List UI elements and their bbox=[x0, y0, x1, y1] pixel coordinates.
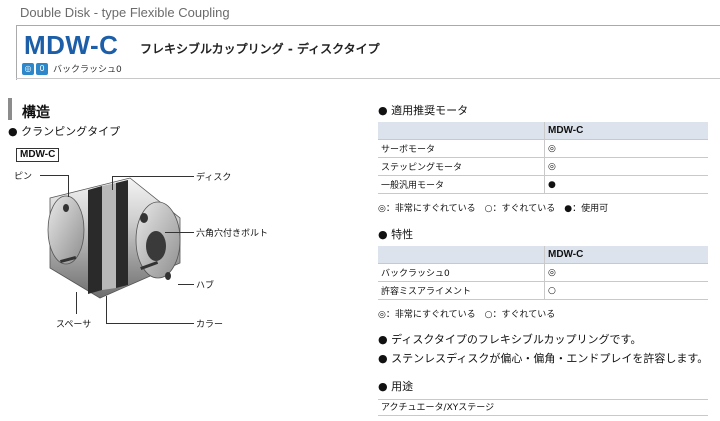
leader-disk bbox=[112, 176, 194, 177]
leader-pin-v bbox=[68, 175, 69, 197]
leader-collar-v bbox=[106, 296, 107, 323]
table-row: サーボモータ ◎ bbox=[378, 139, 708, 158]
characteristics-heading: ● 特性 bbox=[378, 228, 414, 241]
coupling-illustration bbox=[47, 177, 181, 299]
column-header: MDW-C bbox=[544, 122, 708, 140]
feature-line: ● ステンレスディスクが偏心・偏角・エンドプレイを許容します。 bbox=[378, 352, 709, 365]
header-blank bbox=[378, 246, 545, 264]
header-left-rule bbox=[16, 25, 17, 80]
leader-disk-v bbox=[112, 176, 113, 190]
leader-pin bbox=[40, 175, 68, 176]
table-row: 許容ミスアライメント ○ bbox=[378, 281, 708, 300]
leader-hub bbox=[178, 284, 194, 285]
coupling-icon: ◎ bbox=[22, 62, 34, 75]
badge-text: バックラッシュ0 bbox=[53, 65, 122, 75]
label-pin: ピン bbox=[14, 172, 33, 182]
characteristic-name: バックラッシュ0 bbox=[378, 263, 545, 282]
leader-bolt bbox=[165, 232, 194, 233]
product-title: フレキシブルカップリング - ディスクタイプ bbox=[140, 42, 380, 56]
table-row: ステッピングモータ ◎ bbox=[378, 157, 708, 176]
zero-icon: 0 bbox=[36, 62, 48, 75]
leader-spacer-v bbox=[76, 292, 77, 314]
characteristic-mark: ○ bbox=[544, 281, 708, 300]
motor-name: ステッピングモータ bbox=[378, 157, 545, 176]
applications-text: アクチュエータ/XYステージ bbox=[378, 399, 708, 416]
structure-model-label: MDW-C bbox=[16, 148, 60, 162]
label-disk: ディスク bbox=[196, 173, 232, 183]
label-spacer: スペーサ bbox=[56, 320, 92, 330]
characteristic-mark: ◎ bbox=[544, 263, 708, 282]
label-collar: カラー bbox=[196, 320, 224, 330]
characteristics-table: MDW-C バックラッシュ0 ◎ 許容ミスアライメント ○ bbox=[378, 246, 708, 300]
header-rule bbox=[16, 25, 720, 26]
table-header-row: MDW-C bbox=[378, 122, 708, 140]
characteristic-name: 許容ミスアライメント bbox=[378, 281, 545, 300]
motors-heading: ● 適用推奨モータ bbox=[378, 104, 469, 117]
structure-title: 構造 bbox=[22, 105, 50, 121]
structure-subtitle: ● クランピングタイプ bbox=[8, 125, 121, 138]
motor-mark: ● bbox=[544, 175, 708, 194]
characteristics-legend: ◎：非常にすぐれている ○：すぐれている bbox=[378, 310, 556, 320]
motor-name: 一般汎用モータ bbox=[378, 175, 545, 194]
model-name: MDW-C bbox=[24, 30, 119, 60]
feature-badge: ◎ 0 バックラッシュ0 bbox=[22, 62, 122, 75]
label-hub: ハブ bbox=[196, 281, 215, 291]
column-header: MDW-C bbox=[544, 246, 708, 264]
motor-mark: ◎ bbox=[544, 139, 708, 158]
section-marker bbox=[8, 98, 12, 120]
applications-heading: ● 用途 bbox=[378, 380, 414, 393]
header-subtitle: Double Disk - type Flexible Coupling bbox=[20, 5, 230, 20]
feature-line: ● ディスクタイプのフレキシブルカップリングです。 bbox=[378, 333, 642, 346]
motor-mark: ◎ bbox=[544, 157, 708, 176]
header-blank bbox=[378, 122, 545, 140]
table-row: 一般汎用モータ ● bbox=[378, 175, 708, 194]
leader-collar bbox=[106, 323, 194, 324]
table-row: バックラッシュ0 ◎ bbox=[378, 263, 708, 282]
header-bottom-rule bbox=[16, 78, 720, 79]
motors-legend: ◎：非常にすぐれている ○：すぐれている ●：使用可 bbox=[378, 204, 609, 214]
label-bolt: 六角穴付きボルト bbox=[196, 229, 269, 239]
table-header-row: MDW-C bbox=[378, 246, 708, 264]
motors-table: MDW-C サーボモータ ◎ ステッピングモータ ◎ 一般汎用モータ ● bbox=[378, 122, 708, 194]
motor-name: サーボモータ bbox=[378, 139, 545, 158]
